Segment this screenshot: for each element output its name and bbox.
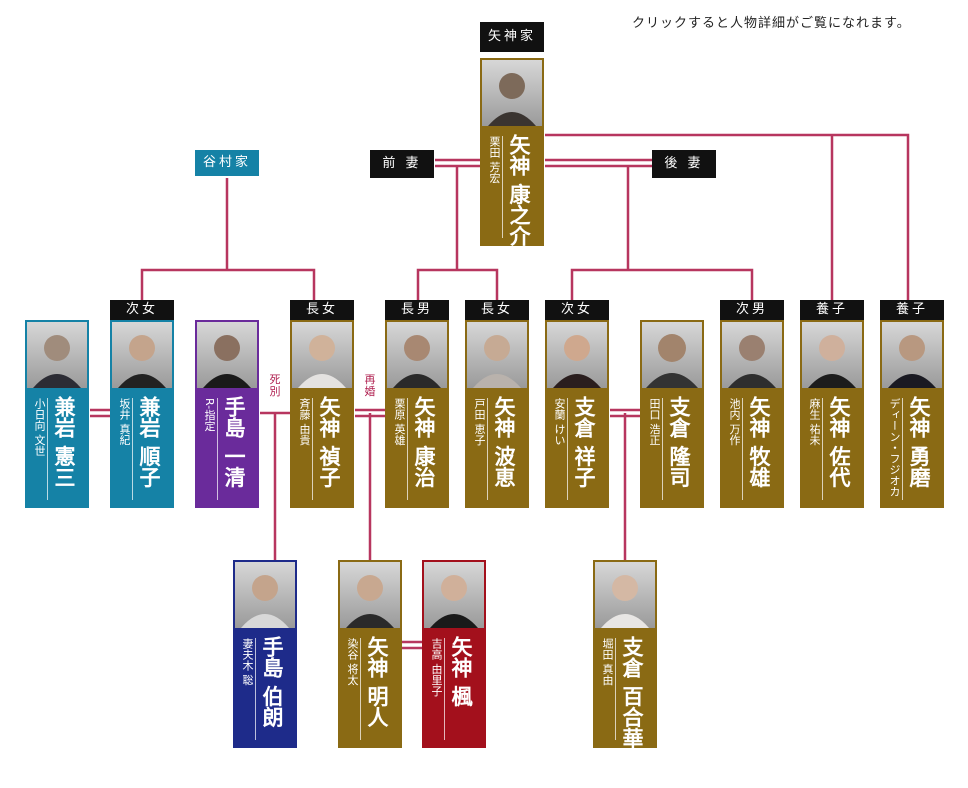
tag-adopted-2: 養子 bbox=[880, 300, 944, 320]
character-name: 矢神 康之介 bbox=[507, 134, 531, 247]
portrait-photo bbox=[235, 562, 295, 628]
tag-yagami-house: 矢神家 bbox=[480, 22, 544, 52]
tag-second-wife: 後 妻 bbox=[652, 150, 716, 178]
tag-second-son: 次男 bbox=[720, 300, 784, 320]
person-card-shoko[interactable]: 安蘭 けい 支倉 祥子 bbox=[545, 320, 609, 508]
person-card-yasunosuke[interactable]: 栗田 芳宏 矢神 康之介 bbox=[480, 58, 544, 246]
person-card-kenzo[interactable]: 小日向 文世 兼岩 憲三 bbox=[25, 320, 89, 508]
actor-name: 吉高 由里子 bbox=[430, 638, 443, 697]
person-card-teiko[interactable]: 斉藤 由貴 矢神 禎子 bbox=[290, 320, 354, 508]
person-card-yasuharu[interactable]: 栗原 英雄 矢神 康治 bbox=[385, 320, 449, 508]
person-card-yuma[interactable]: ディーン・フジオカ 矢神 勇磨 bbox=[880, 320, 944, 508]
portrait-photo bbox=[387, 322, 447, 388]
actor-name: 妻夫木 聡 bbox=[241, 638, 254, 686]
tag-eldest-daughter: 長女 bbox=[290, 300, 354, 320]
person-card-akito[interactable]: 染谷 将太 矢神 明人 bbox=[338, 560, 402, 748]
actor-name: 小日向 文世 bbox=[33, 398, 46, 457]
tag-eldest-son: 長男 bbox=[385, 300, 449, 320]
character-name: 矢神 佐代 bbox=[827, 396, 851, 488]
person-card-kaede[interactable]: 吉高 由里子 矢神 楓 bbox=[422, 560, 486, 748]
actor-name: 堀田 真由 bbox=[601, 638, 614, 686]
person-card-namie[interactable]: 戸田 恵子 矢神 波恵 bbox=[465, 320, 529, 508]
portrait-photo bbox=[112, 322, 172, 388]
person-card-sayo[interactable]: 麻生 祐未 矢神 佐代 bbox=[800, 320, 864, 508]
actor-name: R-指定 bbox=[203, 398, 216, 432]
actor-name: 斉藤 由貴 bbox=[298, 398, 311, 446]
character-name: 手島 一清 bbox=[222, 396, 246, 488]
portrait-photo bbox=[424, 562, 484, 628]
portrait-photo bbox=[802, 322, 862, 388]
portrait-photo bbox=[467, 322, 527, 388]
portrait-photo bbox=[340, 562, 400, 628]
actor-name: 栗田 芳宏 bbox=[488, 136, 501, 184]
tag-second-daughter: 次女 bbox=[110, 300, 174, 320]
portrait-photo bbox=[595, 562, 655, 628]
portrait-photo bbox=[292, 322, 352, 388]
character-name: 矢神 波恵 bbox=[492, 396, 516, 488]
tag-second-daughter-2: 次女 bbox=[545, 300, 609, 320]
portrait-photo bbox=[722, 322, 782, 388]
actor-name: 池内 万作 bbox=[728, 398, 741, 446]
portrait-photo bbox=[882, 322, 942, 388]
character-name: 支倉 祥子 bbox=[572, 396, 596, 488]
actor-name: ディーン・フジオカ bbox=[888, 398, 901, 497]
character-name: 兼岩 順子 bbox=[137, 396, 161, 488]
actor-name: 戸田 恵子 bbox=[473, 398, 486, 446]
actor-name: 田口 浩正 bbox=[648, 398, 661, 446]
portrait-photo bbox=[482, 60, 542, 126]
person-card-makio[interactable]: 池内 万作 矢神 牧雄 bbox=[720, 320, 784, 508]
tag-adopted-1: 養子 bbox=[800, 300, 864, 320]
actor-name: 安蘭 けい bbox=[553, 398, 566, 446]
character-name: 支倉 百合華 bbox=[620, 636, 644, 749]
character-name: 矢神 明人 bbox=[365, 636, 389, 728]
character-name: 矢神 牧雄 bbox=[747, 396, 771, 488]
portrait-photo bbox=[197, 322, 257, 388]
person-card-junko[interactable]: 坂井 真紀 兼岩 順子 bbox=[110, 320, 174, 508]
portrait-photo bbox=[547, 322, 607, 388]
person-card-yurika[interactable]: 堀田 真由 支倉 百合華 bbox=[593, 560, 657, 748]
relation-remarried: 再婚 bbox=[364, 373, 376, 398]
actor-name: 坂井 真紀 bbox=[118, 398, 131, 446]
character-name: 支倉 隆司 bbox=[667, 396, 691, 488]
person-card-issei[interactable]: R-指定 手島 一清 bbox=[195, 320, 259, 508]
character-name: 矢神 楓 bbox=[449, 636, 473, 707]
tag-eldest-daughter-2: 長女 bbox=[465, 300, 529, 320]
character-name: 手島 伯朗 bbox=[260, 636, 284, 728]
click-instruction: クリックすると人物詳細がご覧になれます。 bbox=[632, 16, 911, 31]
portrait-photo bbox=[27, 322, 87, 388]
person-card-takashi[interactable]: 田口 浩正 支倉 隆司 bbox=[640, 320, 704, 508]
relation-bereaved: 死別 bbox=[269, 373, 281, 398]
person-card-hakuro[interactable]: 妻夫木 聡 手島 伯朗 bbox=[233, 560, 297, 748]
tag-tanimura-house: 谷村家 bbox=[195, 150, 259, 176]
actor-name: 栗原 英雄 bbox=[393, 398, 406, 446]
character-name: 兼岩 憲三 bbox=[52, 396, 76, 488]
character-name: 矢神 康治 bbox=[412, 396, 436, 488]
character-name: 矢神 禎子 bbox=[317, 396, 341, 488]
actor-name: 染谷 将太 bbox=[346, 638, 359, 686]
portrait-photo bbox=[642, 322, 702, 388]
tag-first-wife: 前 妻 bbox=[370, 150, 434, 178]
actor-name: 麻生 祐未 bbox=[808, 398, 821, 446]
character-name: 矢神 勇磨 bbox=[907, 396, 931, 488]
